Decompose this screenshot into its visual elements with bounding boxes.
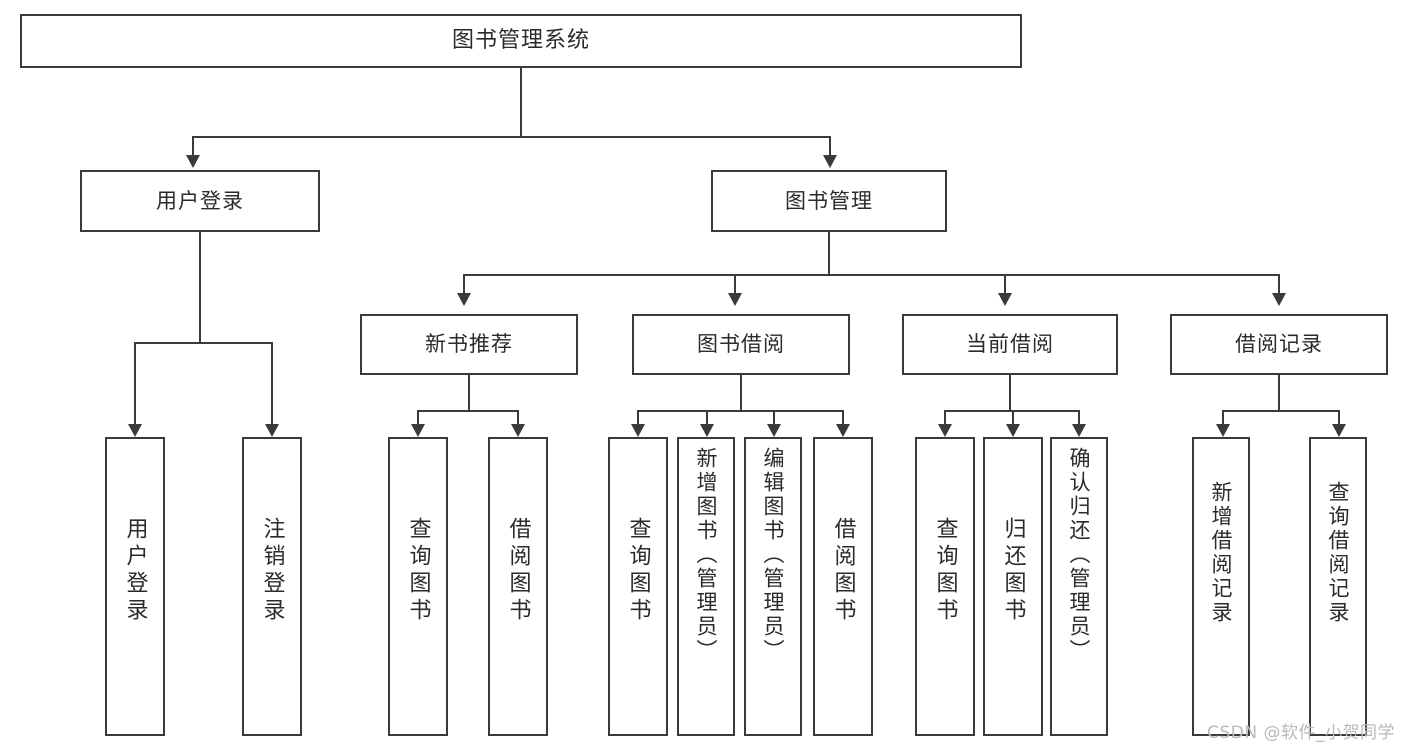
connector-user-login-stem — [199, 232, 201, 342]
node-user-login[interactable]: 用户登录 — [80, 170, 320, 232]
connector-bb-drop-1 — [637, 410, 639, 424]
arrow-to-borrow-record — [1272, 293, 1286, 306]
leaf-query-record[interactable]: 查询借阅记录 — [1309, 437, 1367, 736]
leaf-query-book-2[interactable]: 查询图书 — [608, 437, 668, 736]
connector-bm-drop-3 — [1004, 274, 1006, 293]
node-label: 借阅图书 — [830, 517, 856, 625]
csdn-watermark: CSDN @软件_小贺同学 — [1207, 723, 1395, 743]
leaf-confirm-return[interactable]: 确认归还（管理员） — [1050, 437, 1108, 736]
leaf-borrow-book-1[interactable]: 借阅图书 — [488, 437, 548, 736]
arrow-to-leaf-query-book-1 — [411, 424, 425, 437]
arrow-to-new-book-recommend — [457, 293, 471, 306]
leaf-query-book-3[interactable]: 查询图书 — [915, 437, 975, 736]
connector-root-drop-right — [829, 136, 831, 155]
connector-nbr-bus — [417, 410, 519, 412]
arrow-to-leaf-query-book-3 — [938, 424, 952, 437]
connector-book-management-bus — [463, 274, 1280, 276]
node-root-book-management-system[interactable]: 图书管理系统 — [20, 14, 1022, 68]
leaf-borrow-book-2[interactable]: 借阅图书 — [813, 437, 873, 736]
arrow-to-leaf-edit-book — [767, 424, 781, 437]
connector-root-bus — [192, 136, 830, 138]
node-label: 借阅记录 — [1235, 332, 1323, 357]
leaf-add-book[interactable]: 新增图书（管理员） — [677, 437, 735, 736]
node-label: 编辑图书（管理员） — [761, 447, 786, 663]
connector-bb-drop-3 — [773, 410, 775, 424]
connector-bb-stem — [740, 375, 742, 410]
leaf-user-login[interactable]: 用户登录 — [105, 437, 165, 736]
connector-root-stem — [520, 68, 522, 136]
connector-br-stem — [1278, 375, 1280, 410]
node-book-management[interactable]: 图书管理 — [711, 170, 947, 232]
arrow-to-book-management — [823, 155, 837, 168]
node-label: 新增借阅记录 — [1209, 481, 1234, 625]
connector-user-login-drop-2 — [271, 342, 273, 424]
leaf-user-logout[interactable]: 注销登录 — [242, 437, 302, 736]
connector-bm-drop-4 — [1278, 274, 1280, 293]
leaf-return-book[interactable]: 归还图书 — [983, 437, 1043, 736]
connector-bb-drop-2 — [706, 410, 708, 424]
connector-cb-drop-3 — [1078, 410, 1080, 424]
node-current-borrow[interactable]: 当前借阅 — [902, 314, 1118, 375]
arrow-to-leaf-user-logout — [265, 424, 279, 437]
connector-book-management-stem — [828, 232, 830, 274]
connector-bb-drop-4 — [842, 410, 844, 424]
connector-br-drop-1 — [1222, 410, 1224, 424]
node-label: 查询图书 — [405, 517, 431, 625]
node-label: 借阅图书 — [505, 517, 531, 625]
connector-cb-stem — [1009, 375, 1011, 410]
arrow-to-user-login — [186, 155, 200, 168]
leaf-query-book-1[interactable]: 查询图书 — [388, 437, 448, 736]
arrow-to-leaf-add-record — [1216, 424, 1230, 437]
connector-user-login-drop-1 — [134, 342, 136, 424]
arrow-to-leaf-add-book — [700, 424, 714, 437]
arrow-to-leaf-return-book — [1006, 424, 1020, 437]
connector-nbr-drop-2 — [517, 410, 519, 424]
arrow-to-leaf-confirm-return — [1072, 424, 1086, 437]
arrow-to-leaf-query-book-2 — [631, 424, 645, 437]
node-label: 用户登录 — [156, 188, 244, 213]
connector-nbr-drop-1 — [417, 410, 419, 424]
node-label: 新增图书（管理员） — [694, 447, 719, 663]
arrow-to-current-borrow — [998, 293, 1012, 306]
arrow-to-book-borrow — [728, 293, 742, 306]
connector-bm-drop-1 — [463, 274, 465, 293]
node-new-book-recommend[interactable]: 新书推荐 — [360, 314, 578, 375]
node-borrow-record[interactable]: 借阅记录 — [1170, 314, 1388, 375]
node-label: 用户登录 — [122, 517, 148, 625]
leaf-edit-book[interactable]: 编辑图书（管理员） — [744, 437, 802, 736]
node-label: 当前借阅 — [966, 332, 1054, 357]
leaf-add-record[interactable]: 新增借阅记录 — [1192, 437, 1250, 736]
connector-bb-bus — [637, 410, 844, 412]
node-label: 图书借阅 — [697, 332, 785, 357]
node-label: 归还图书 — [1000, 517, 1026, 625]
connector-cb-drop-1 — [944, 410, 946, 424]
arrow-to-leaf-user-login — [128, 424, 142, 437]
node-label: 确认归还（管理员） — [1067, 447, 1092, 663]
node-label: 图书管理系统 — [451, 28, 590, 54]
arrow-to-leaf-borrow-book-1 — [511, 424, 525, 437]
connector-br-drop-2 — [1338, 410, 1340, 424]
node-label: 注销登录 — [259, 517, 285, 625]
node-label: 图书管理 — [785, 188, 873, 213]
node-label: 查询图书 — [932, 517, 958, 625]
connector-root-drop-left — [192, 136, 194, 155]
arrow-to-leaf-query-record — [1332, 424, 1346, 437]
node-book-borrow[interactable]: 图书借阅 — [632, 314, 850, 375]
connector-cb-drop-2 — [1012, 410, 1014, 424]
node-label: 新书推荐 — [425, 332, 513, 357]
node-label: 查询图书 — [625, 517, 651, 625]
connector-nbr-stem — [468, 375, 470, 410]
connector-br-bus — [1222, 410, 1340, 412]
arrow-to-leaf-borrow-book-2 — [836, 424, 850, 437]
connector-user-login-bus — [134, 342, 272, 344]
node-label: 查询借阅记录 — [1326, 481, 1351, 625]
connector-bm-drop-2 — [734, 274, 736, 293]
